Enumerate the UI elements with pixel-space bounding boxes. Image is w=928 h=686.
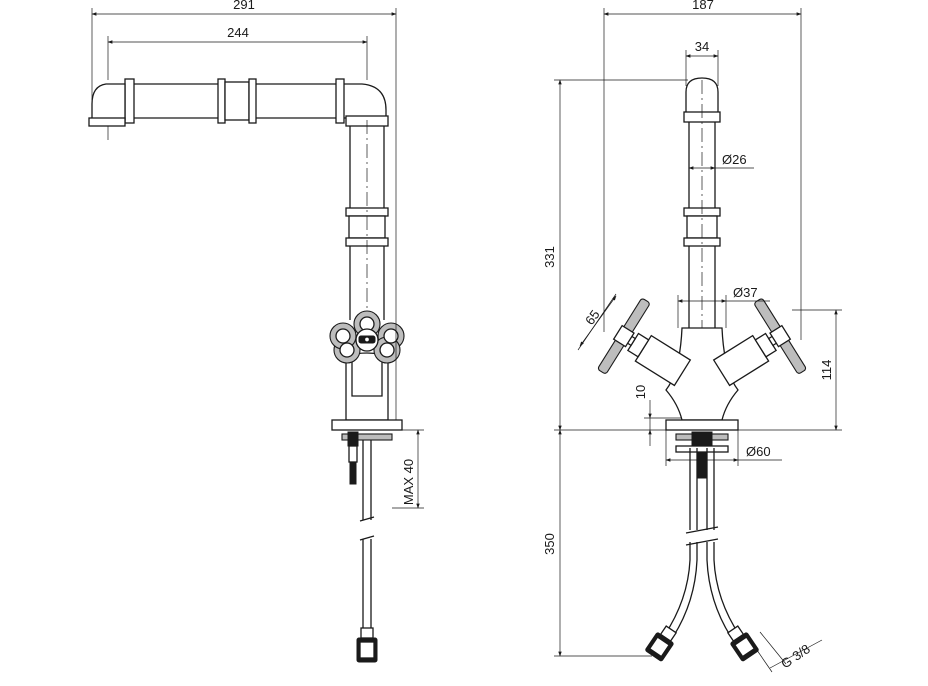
dim-side-total-width: 291 xyxy=(233,0,255,12)
side-spout-collar-mid xyxy=(224,81,250,121)
dim-front-handle-height: 114 xyxy=(819,360,834,381)
dim-front-total-width: 187 xyxy=(692,0,714,12)
front-upper-tube xyxy=(688,122,716,208)
front-hose-break xyxy=(685,526,719,546)
side-vertical-tube xyxy=(349,126,385,320)
dim-front-handle-length: 65 xyxy=(582,307,603,328)
petal-hole-tl xyxy=(335,328,351,344)
dim-front-hose-length: 350 xyxy=(542,533,557,555)
side-base-plate xyxy=(331,419,403,431)
dim-front-thread: G 3/8 xyxy=(778,641,813,671)
front-stud xyxy=(696,451,708,479)
side-spout-end-collar xyxy=(124,78,135,124)
dim-front-thread-line xyxy=(769,639,823,669)
side-corner-collar xyxy=(335,78,345,124)
front-lower-tube xyxy=(688,246,716,328)
side-outlet-ring xyxy=(88,117,126,127)
front-mount-nut xyxy=(691,431,713,447)
front-base-plate xyxy=(665,419,739,431)
dim-ext xyxy=(759,631,787,665)
side-mount-washer xyxy=(341,433,393,441)
dim-side-max-thickness: MAX 40 xyxy=(401,459,416,505)
front-hose-right xyxy=(706,448,741,641)
front-left-hose-end xyxy=(645,625,678,662)
petal-hole-tr xyxy=(383,328,399,344)
side-stud xyxy=(348,445,358,463)
front-hose-left xyxy=(663,448,698,641)
right-hose-nut-face xyxy=(733,636,756,658)
side-hose-upper xyxy=(362,440,372,520)
dim-front-handle-offset: 10 xyxy=(633,385,648,399)
side-spout-collar-2 xyxy=(248,78,257,124)
front-left-valve xyxy=(597,298,692,387)
side-hose-break-2 xyxy=(359,535,375,541)
front-mount-plate xyxy=(675,445,729,453)
side-handle-wheel xyxy=(329,310,405,364)
side-hose-lower xyxy=(362,539,372,628)
dim-front-base-dia: Ø60 xyxy=(746,444,771,459)
dim-front-spout-dia-top: 34 xyxy=(695,39,709,54)
side-body-recess xyxy=(351,362,383,397)
dim-front-tube-dia: Ø26 xyxy=(722,152,747,167)
right-handle-hub xyxy=(769,324,792,348)
dim-front-body-dia: Ø37 xyxy=(733,285,758,300)
petal-hole-bl xyxy=(339,342,355,358)
side-mount-nut xyxy=(347,431,359,447)
side-corner-elbow xyxy=(339,83,387,119)
side-view: 291 244 MAX 40 xyxy=(88,0,424,663)
wheel-hub-screw xyxy=(363,336,371,343)
dim-ext xyxy=(749,639,773,673)
side-stud-thread xyxy=(349,461,357,485)
side-spout-collar-1 xyxy=(217,78,226,124)
petal-hole-br xyxy=(379,342,395,358)
side-outlet-elbow xyxy=(91,83,126,121)
front-right-valve xyxy=(712,298,807,387)
side-hose-ferrule xyxy=(360,627,374,639)
dim-side-spout-length: 244 xyxy=(227,25,249,40)
left-hose-nut-face xyxy=(648,636,671,658)
front-right-hose-end xyxy=(726,625,759,662)
side-hose-break-1 xyxy=(359,516,375,522)
left-handle-hub xyxy=(612,324,635,348)
dim-front-height: 331 xyxy=(542,246,557,268)
side-hose-nut-face xyxy=(359,641,375,659)
dim-front-handle-line xyxy=(579,295,617,347)
front-view: 187 34 Ø26 Ø37 331 65 114 10 Ø60 xyxy=(542,0,842,673)
